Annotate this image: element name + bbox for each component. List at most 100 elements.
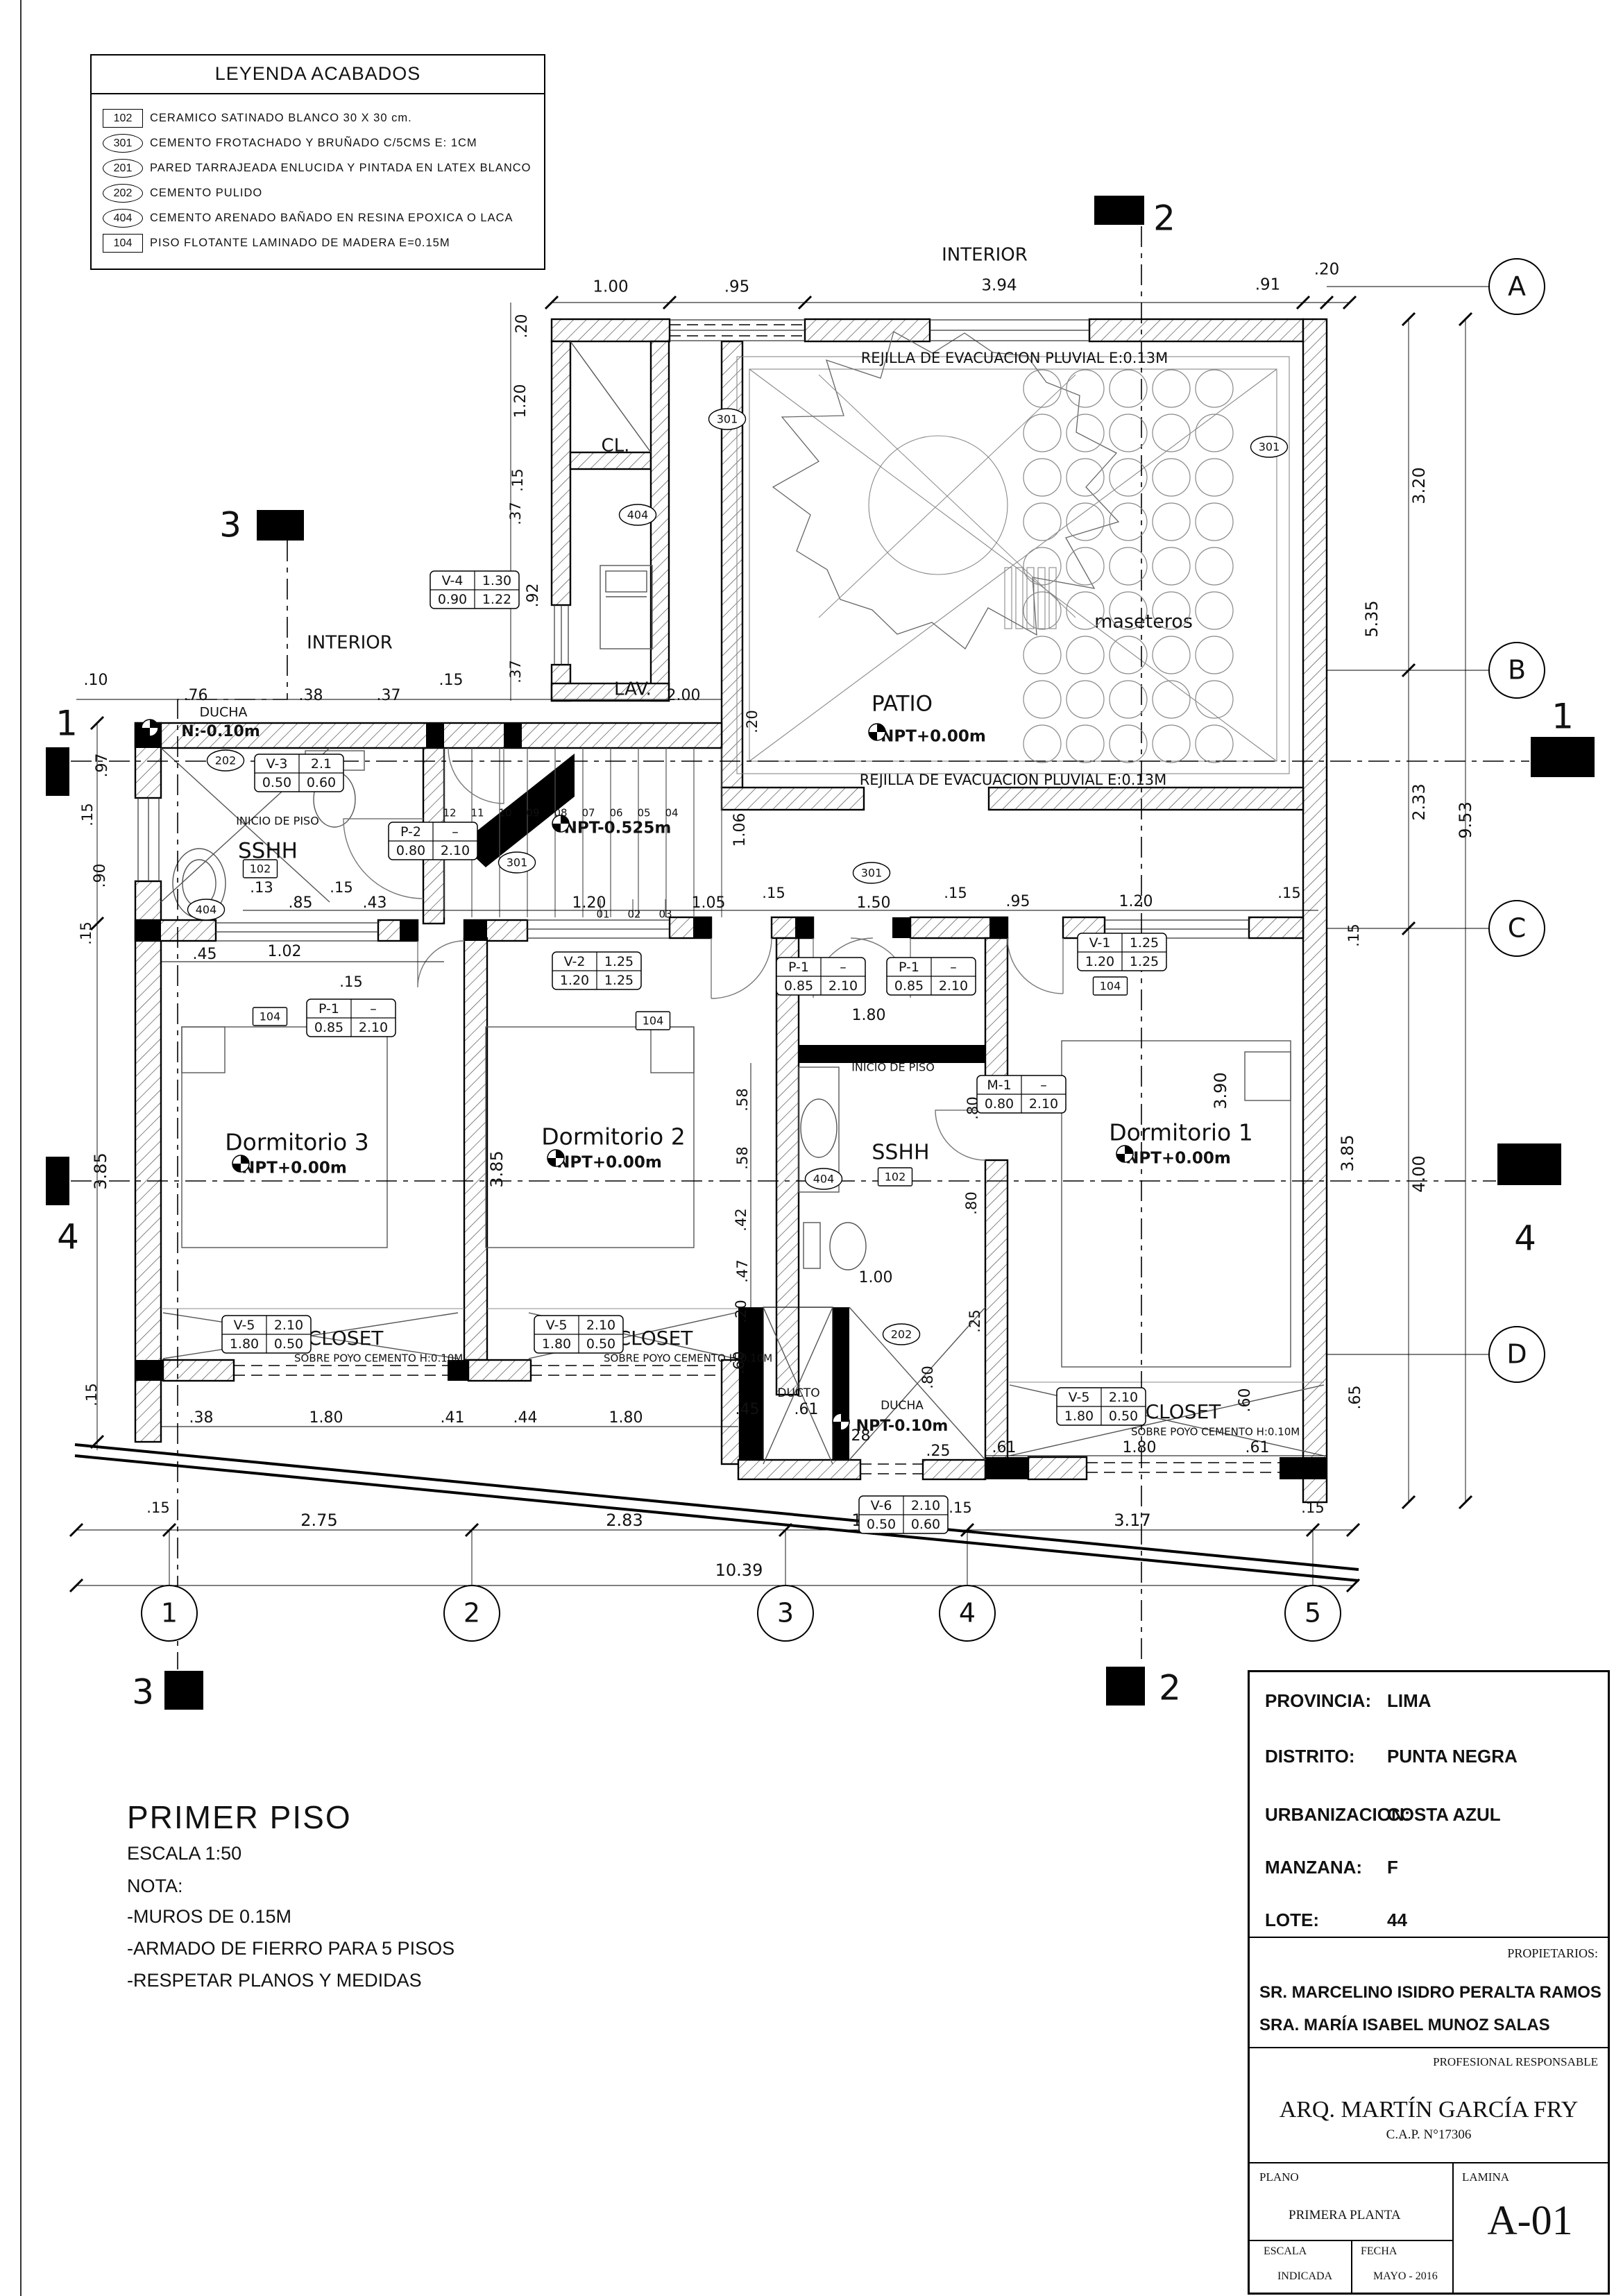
svg-text:3.85: 3.85	[487, 1150, 507, 1187]
legend-item: 201 PARED TARRAJEADA ENLUCIDA Y PINTADA …	[103, 159, 544, 178]
closet-diagonal-cl	[570, 341, 652, 453]
svg-text:.20: .20	[733, 1300, 749, 1323]
svg-text:.65: .65	[1347, 1386, 1364, 1410]
dim-label: .61	[992, 1439, 1017, 1456]
dim-label: .58	[734, 1088, 751, 1111]
svg-text:NPT+0.00m: NPT+0.00m	[1125, 1150, 1231, 1168]
svg-text:V-1: V-1	[1089, 935, 1111, 951]
svg-text:104: 104	[260, 1010, 281, 1023]
grid-bubble: 5	[1284, 1585, 1341, 1642]
svg-text:V-2: V-2	[564, 954, 586, 969]
svg-text:.15: .15	[79, 803, 96, 826]
dim-label: .20	[733, 1300, 749, 1323]
legend-item: 202 CEMENTO PULIDO	[103, 184, 544, 203]
svg-text:SOBRE POYO CEMENTO H:0.10M: SOBRE POYO CEMENTO H:0.10M	[604, 1352, 772, 1365]
grid-bubble: 1	[141, 1585, 198, 1642]
svg-text:4.00: 4.00	[1409, 1155, 1429, 1192]
plano-label: PLANO	[1259, 2170, 1299, 2184]
svg-text:3.17: 3.17	[1114, 1511, 1150, 1530]
level-symbol	[832, 1413, 850, 1431]
rejilla-label-bottom: REJILLA DE EVACUACION PLUVIAL E:0.13M	[860, 772, 1167, 788]
svg-text:1.80: 1.80	[542, 1336, 571, 1352]
field-label: PROVINCIA:	[1265, 1690, 1372, 1711]
door-sshh-left	[343, 818, 424, 899]
dim-label: 9.53	[1456, 801, 1475, 838]
svg-text:03: 03	[658, 908, 672, 921]
dim-label: .38	[189, 1409, 214, 1427]
svg-text:301: 301	[507, 856, 528, 869]
svg-text:404: 404	[813, 1173, 835, 1186]
svg-text:1.80: 1.80	[852, 1007, 886, 1024]
svg-text:.15: .15	[762, 885, 785, 901]
svg-text:07: 07	[581, 807, 595, 819]
svg-text:10: 10	[498, 807, 511, 819]
dim-label: .38	[299, 687, 323, 704]
dim-label: 03	[658, 908, 672, 921]
svg-text:2: 2	[1159, 1668, 1181, 1708]
finish-code: 104	[103, 234, 143, 253]
svg-text:CLOSET: CLOSET	[1146, 1400, 1222, 1423]
field-label: DISTRITO:	[1265, 1746, 1355, 1767]
svg-text:11: 11	[470, 807, 484, 819]
field-value: F	[1387, 1857, 1398, 1878]
svg-text:.25: .25	[926, 1443, 951, 1460]
svg-text:.10: .10	[84, 672, 108, 689]
property-line	[74, 1443, 1359, 1582]
svg-text:1.80: 1.80	[1123, 1439, 1157, 1456]
svg-text:V-5: V-5	[234, 1318, 255, 1333]
svg-text:.92: .92	[525, 584, 542, 608]
dim-label: .80	[963, 1191, 980, 1214]
svg-text:.47: .47	[734, 1259, 751, 1282]
dim-label: .25	[926, 1443, 951, 1460]
field-value: COSTA AZUL	[1387, 1804, 1501, 1825]
svg-text:A: A	[1508, 271, 1526, 302]
dim-label: 1.20	[512, 384, 529, 418]
bed-dorm3	[181, 1026, 388, 1248]
svg-text:1.25: 1.25	[604, 973, 634, 988]
dim-label: 3.17	[1114, 1511, 1150, 1530]
dim-label: INICIO DE PISO	[851, 1061, 935, 1074]
svg-text:9.53: 9.53	[1456, 801, 1475, 838]
svg-text:05: 05	[637, 807, 650, 819]
dim-label: 1.80	[309, 1409, 343, 1427]
svg-text:104: 104	[643, 1014, 664, 1028]
svg-text:–: –	[452, 824, 459, 840]
svg-text:SSHH: SSHH	[872, 1141, 929, 1165]
svg-text:2.10: 2.10	[939, 978, 968, 994]
svg-text:.43: .43	[363, 894, 387, 912]
dim-label: 5.35	[1362, 600, 1382, 637]
level-symbol	[552, 815, 570, 833]
finish-tag: 104	[1092, 976, 1128, 996]
dim-label: .15	[439, 672, 464, 689]
svg-text:.95: .95	[1006, 893, 1030, 910]
svg-text:CLOSET: CLOSET	[308, 1327, 384, 1350]
dimension-lines	[69, 286, 1489, 1593]
svg-text:.80: .80	[919, 1366, 936, 1388]
field-value: PUNTA NEGRA	[1387, 1746, 1518, 1767]
level-symbol	[868, 723, 886, 741]
svg-text:1: 1	[1552, 697, 1574, 737]
svg-text:102: 102	[885, 1171, 906, 1184]
dim-label: .37	[507, 502, 524, 525]
dim-label: .85	[289, 894, 313, 912]
svg-text:C: C	[1508, 913, 1527, 944]
svg-text:.20: .20	[513, 314, 531, 339]
svg-text:NPT-0.10m: NPT-0.10m	[856, 1418, 949, 1435]
dim-label: 1.50	[857, 894, 891, 912]
svg-text:V-3: V-3	[266, 756, 288, 772]
sheet-number: A-01	[1487, 2197, 1573, 2243]
svg-text:DUCHA: DUCHA	[199, 705, 247, 720]
plano-value: PRIMERA PLANTA	[1289, 2208, 1401, 2222]
dim-label: .15	[1301, 1499, 1324, 1516]
svg-text:3: 3	[219, 505, 241, 545]
svg-text:.38: .38	[189, 1409, 214, 1427]
dim-label: .15	[146, 1499, 169, 1516]
svg-text:06: 06	[609, 807, 622, 819]
svg-text:2.10: 2.10	[1029, 1096, 1058, 1112]
section-marker: 1	[46, 704, 78, 796]
